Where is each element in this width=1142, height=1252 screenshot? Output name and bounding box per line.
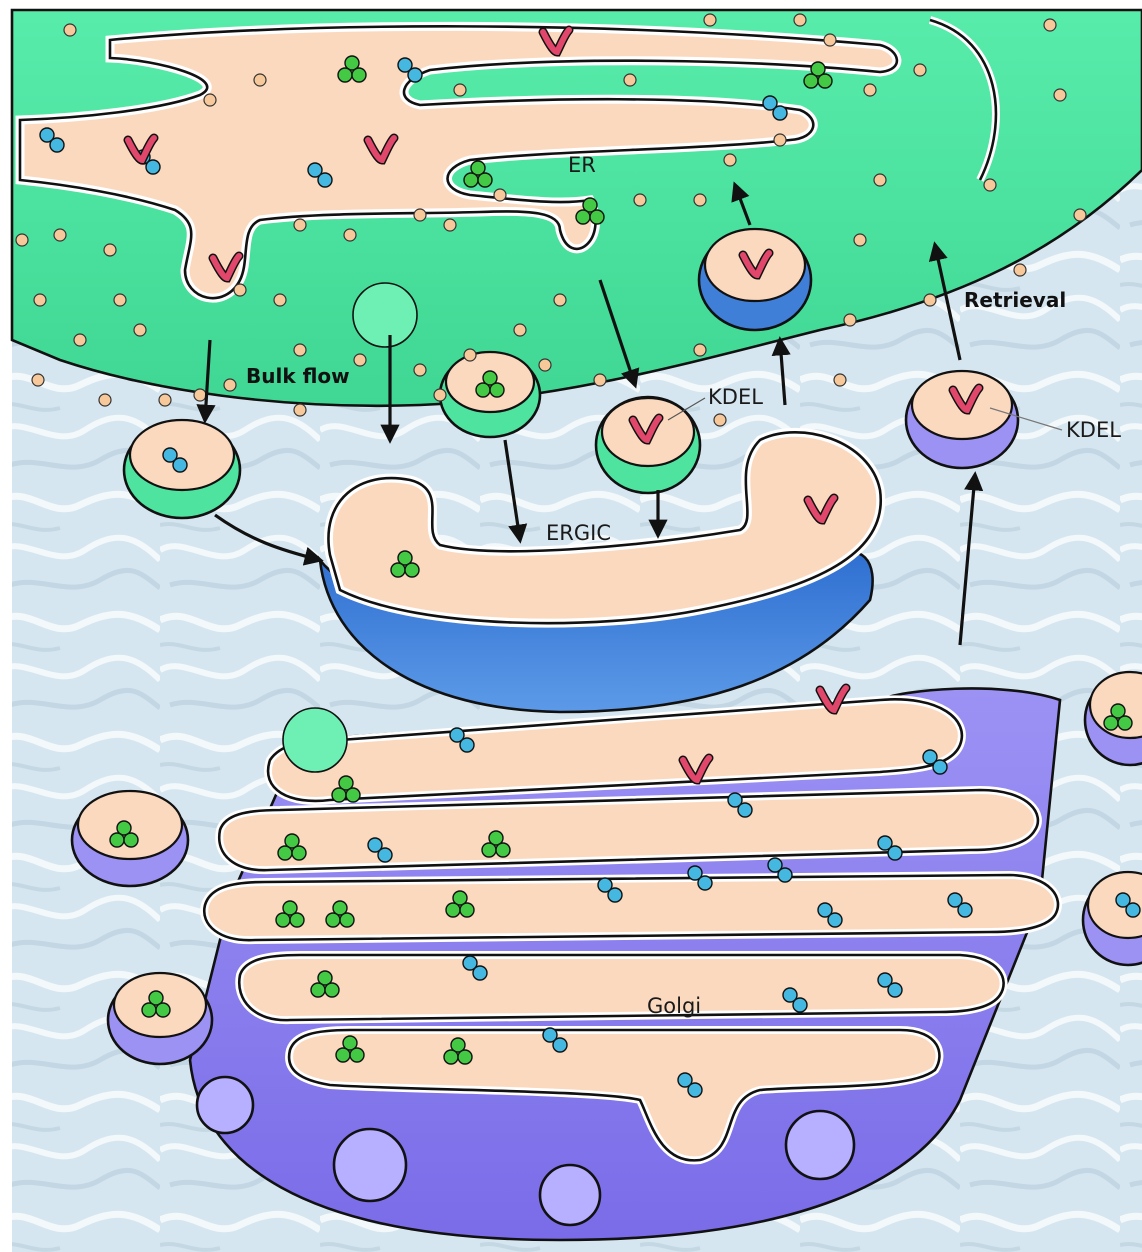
ribosome (254, 74, 266, 86)
ribosome (414, 364, 426, 376)
ribosome (344, 229, 356, 241)
ribosome (874, 174, 886, 186)
ribosome (494, 189, 506, 201)
ribosome (224, 379, 236, 391)
ribosome (794, 14, 806, 26)
ribosome (1054, 89, 1066, 101)
ribosome (104, 244, 116, 256)
ribosome (444, 219, 456, 231)
budding-vesicle-er (353, 283, 417, 347)
label-kdel-right: KDEL (1066, 418, 1121, 442)
ribosome (914, 64, 926, 76)
ribosome (434, 389, 446, 401)
vesicle-center-green (440, 352, 540, 437)
ribosome (634, 194, 646, 206)
ribosome (194, 389, 206, 401)
ribosome (824, 34, 836, 46)
ribosome (554, 294, 566, 306)
vesicle-retrieval-top (699, 229, 811, 330)
label-kdel-left: KDEL (708, 385, 763, 409)
ribosome (274, 294, 286, 306)
ribosome (99, 394, 111, 406)
ribosome (54, 229, 66, 241)
ribosome (134, 324, 146, 336)
ribosome (694, 194, 706, 206)
label-retrieval: Retrieval (964, 288, 1066, 312)
budding-vesicle-golgi-top (283, 708, 347, 772)
ribosome (32, 374, 44, 386)
ribosome (204, 94, 216, 106)
ribosome (844, 314, 856, 326)
ribosome (834, 374, 846, 386)
ribosome (624, 74, 636, 86)
ribosome (234, 284, 246, 296)
ribosome (704, 14, 716, 26)
ribosome (724, 154, 736, 166)
label-golgi: Golgi (647, 994, 701, 1018)
ribosome (34, 294, 46, 306)
ribosome (114, 294, 126, 306)
ribosome (454, 84, 466, 96)
vesicle-kdel-left (596, 397, 700, 493)
ribosome (594, 374, 606, 386)
ribosome (414, 209, 426, 221)
label-bulk-flow: Bulk flow (246, 364, 350, 388)
ribosome (854, 234, 866, 246)
ribosome (514, 324, 526, 336)
vesicle-kdel-right (906, 371, 1018, 468)
ribosome (64, 24, 76, 36)
ribosome (1074, 209, 1086, 221)
ribosome (354, 354, 366, 366)
ribosome (984, 179, 996, 191)
ribosome (1014, 264, 1026, 276)
ribosome (16, 234, 28, 246)
vesicle-golgi-left-2 (108, 973, 212, 1064)
ribosome (924, 294, 936, 306)
ribosome (74, 334, 86, 346)
ribosome (1044, 19, 1056, 31)
ribosome (464, 349, 476, 361)
ribosome (864, 84, 876, 96)
ribosome (694, 344, 706, 356)
ribosome (539, 359, 551, 371)
ribosome (774, 134, 786, 146)
ribosome (714, 414, 726, 426)
ribosome (294, 219, 306, 231)
ribosome (294, 344, 306, 356)
label-er: ER (568, 153, 596, 177)
label-ergic: ERGIC (546, 521, 611, 545)
ribosome (159, 394, 171, 406)
ribosome (294, 404, 306, 416)
